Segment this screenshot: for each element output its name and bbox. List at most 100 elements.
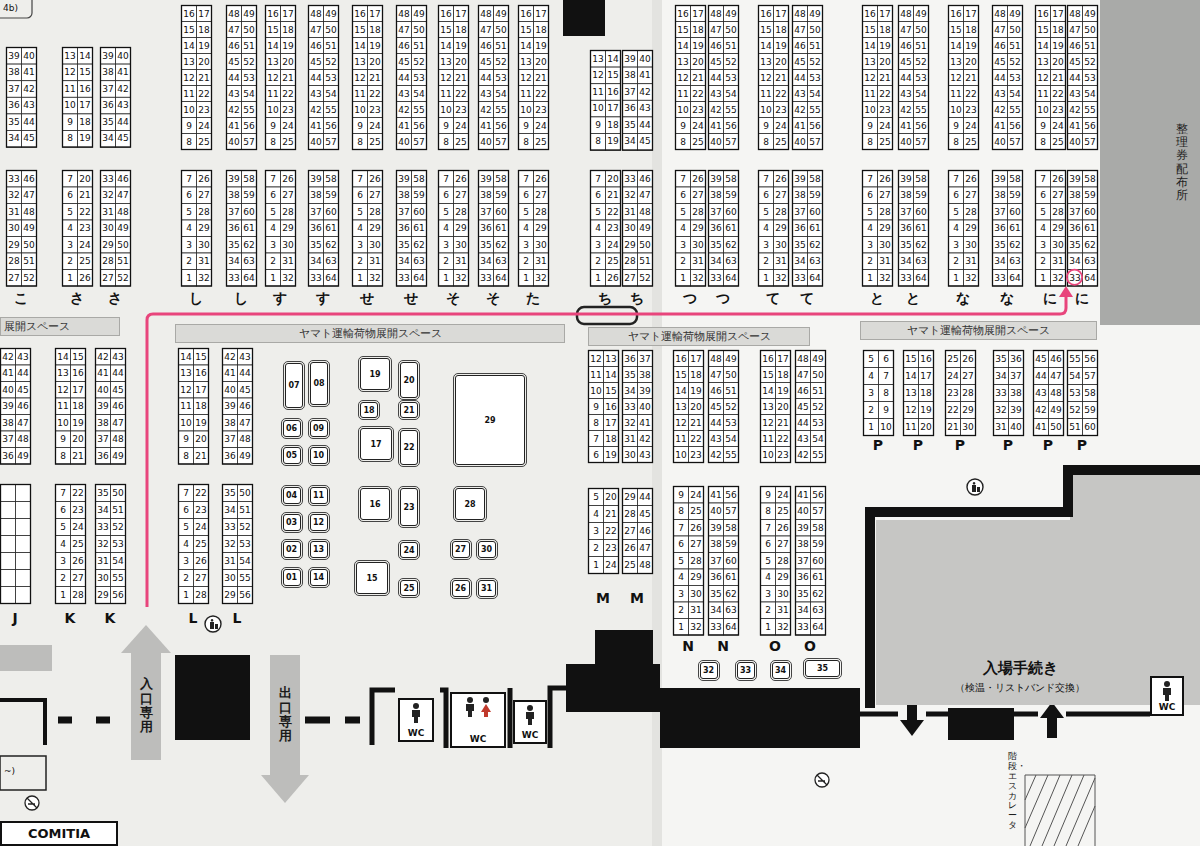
booth-numbers: 16 15 14 13 12 11 10 9 8: [353, 6, 368, 150]
column-letter: N: [711, 638, 735, 654]
booth-numbers: 24 25 26 27 28 29 30 31 32: [776, 487, 791, 636]
island-booth: 03: [283, 514, 301, 531]
booth-block: [676, 6, 706, 150]
booth-numbers: 33 32 31 30 29 28 27: [7, 171, 22, 287]
node-text: 04: [286, 491, 297, 500]
booth-block: [56, 349, 86, 465]
column-letter: に: [1038, 290, 1062, 306]
person-body: [1163, 688, 1171, 701]
person-figure: [1163, 681, 1171, 701]
hall-wall: [870, 470, 1200, 708]
booth-numbers: 5 4 3 2 1: [589, 489, 604, 574]
node-text: 15: [366, 574, 377, 583]
booth-block: [397, 171, 427, 287]
booth-block: [7, 171, 37, 287]
booth-numbers: 7 6 5 4 3 2 1: [759, 171, 774, 287]
pillar: [175, 655, 250, 740]
booth-numbers: 36 37 38 39 40: [1009, 351, 1024, 436]
booth-numbers: 49 50 51 52 53 54 55 56 57: [914, 6, 929, 150]
booth-numbers: 14 13 12 11 10 9 8: [56, 349, 71, 465]
booth-numbers: 48 47 46 45 44 43 42 41 40: [397, 6, 412, 150]
booth-block: [993, 171, 1023, 287]
booth-block: [223, 485, 253, 604]
room-outline: [0, 756, 46, 790]
island-booth: 24: [400, 542, 418, 558]
column-letter: J: [3, 610, 27, 626]
booth-numbers: 16 15 14 13 12 11 10 9 8: [1036, 6, 1051, 150]
ticket-panel: 整理券配布所: [1100, 0, 1200, 325]
column-letter: と: [901, 290, 925, 306]
booth-numbers: 7 6 5 4 3 2 1: [676, 171, 691, 287]
island-booth: 09: [310, 420, 328, 437]
booth-numbers: 7 6 5 4 3 2 1: [439, 171, 454, 287]
node-text: 26: [455, 584, 466, 593]
stairs-note: 階段・エスカレータ: [1008, 752, 1017, 831]
booth-block: [674, 487, 704, 636]
column-letter: こ: [9, 290, 33, 306]
person-head: [527, 705, 533, 711]
trash-icon-figure: [210, 619, 218, 629]
booth-numbers: 39 38 37 36 35 34 33: [397, 171, 412, 287]
booth-block: [623, 51, 653, 151]
booth-cell: [1, 536, 16, 553]
person-head: [413, 703, 419, 709]
booth-cell: [16, 553, 31, 570]
toilet-box: WC: [513, 700, 547, 744]
node-text: 07: [288, 381, 299, 390]
no-smoking-mark: [817, 775, 827, 785]
booth-block: [479, 6, 509, 150]
pillar: [563, 0, 605, 36]
column-letter: つ: [678, 290, 702, 306]
booth-numbers: 26 27 28 29 30: [961, 351, 976, 436]
column-letter: し: [184, 290, 208, 306]
stairs-hatch: [1025, 775, 1095, 846]
node-text: ヤマト運輸荷物展開スペース: [299, 326, 442, 341]
node-text: 27: [455, 545, 466, 554]
booth-numbers: 17 18 19 20 21 22 23 24 25: [691, 6, 706, 150]
wall-block: [948, 708, 1014, 740]
booth-numbers: 42 41 40 39 38 37 36: [223, 349, 238, 465]
booth-numbers: 26 27 28 29 30 31 32: [454, 171, 469, 287]
booth-numbers: 26 27 28 29 30 31 32: [534, 171, 549, 287]
island-booth: 15: [356, 562, 388, 594]
booth-block: [397, 6, 427, 150]
booth-numbers: 35 34 33 32 31 30 29: [223, 485, 238, 604]
booth-block: [709, 351, 739, 463]
booth-numbers: 16 15 14 13 12 11 10: [761, 351, 776, 463]
storage-band: 展開スペース: [0, 317, 120, 336]
booth-numbers: 20 21 22 23 24 25 26: [78, 171, 93, 287]
storage-band: ヤマト運輸荷物展開スペース: [175, 324, 565, 343]
island-booth: 17: [360, 428, 392, 460]
booth-cell: [16, 519, 31, 536]
booth-numbers: 45 44 43 42 41: [1034, 351, 1049, 436]
storage-band: ヤマト運輸荷物展開スペース: [860, 321, 1097, 340]
person-body: [412, 710, 420, 723]
column-letter: ち: [593, 290, 617, 306]
island-booth: 30: [478, 541, 496, 558]
booth-block: [676, 171, 706, 287]
booth-numbers: 13 12 11 10 9 8: [63, 48, 78, 148]
booth-numbers: 17 18 19 20 21 22 23 24 25: [878, 6, 893, 150]
column-letter: P: [1070, 437, 1094, 453]
booth-numbers: 20 21 22 23 24: [604, 489, 619, 574]
island-booth: 02: [283, 541, 301, 558]
booth-numbers: 49 50 51 52 53 54 55 56 57: [1008, 6, 1023, 150]
island-booth: 27: [452, 541, 470, 558]
booth-block: [761, 351, 791, 463]
toilet-icon: [464, 696, 492, 718]
booth-block: [1036, 171, 1066, 287]
booth-block: [623, 351, 653, 463]
booth-numbers: 41 40 39 38 37 36 35 34 33: [796, 487, 811, 636]
booth-numbers: 58 59 60 61 62 63 64: [242, 171, 257, 287]
column-letter: さ: [65, 290, 89, 306]
node-text: ヤマト運輸荷物展開スペース: [907, 323, 1050, 338]
island-booth: 18: [360, 402, 378, 418]
node-text: 05: [286, 451, 297, 460]
booth-numbers: 41 40 39 38 37 36 35 34 33: [709, 487, 724, 636]
node-text: COMITIA: [28, 826, 90, 841]
entrance-arrow: 入口専用: [131, 652, 161, 760]
booth-block: [56, 485, 86, 604]
booth-numbers: 48 47 46 45 44 43 42 41 40: [227, 6, 242, 150]
node-text: 出口専用: [279, 686, 292, 743]
trash-icon-ring: [967, 479, 983, 495]
